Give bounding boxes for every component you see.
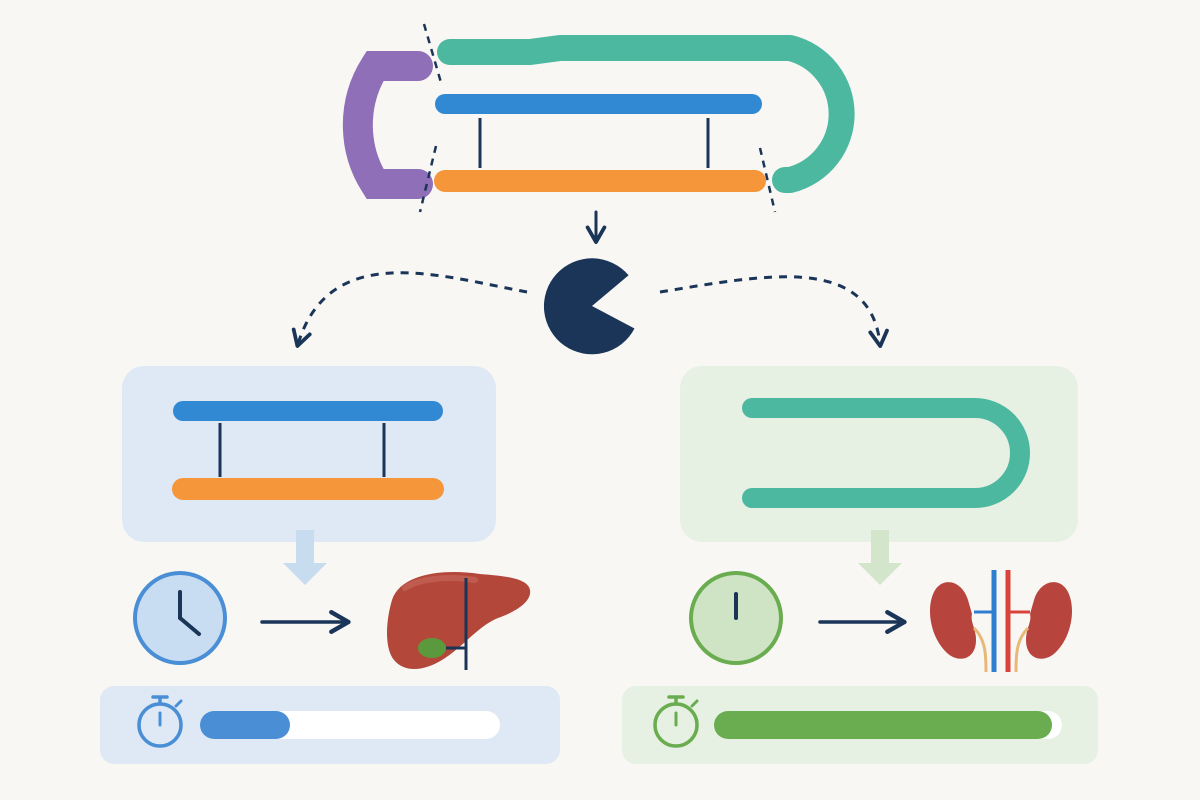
liver-icon — [387, 571, 531, 670]
teal-strand-loop — [437, 35, 855, 193]
kidneys-icon — [930, 570, 1072, 673]
purple-linker-loop — [342, 51, 433, 199]
cleavage-site-line — [418, 145, 438, 213]
progress-fill — [200, 711, 290, 739]
pacman-enzyme-icon — [543, 258, 635, 355]
stopwatch-icon — [653, 695, 699, 748]
faded-down-arrow — [283, 530, 327, 585]
stopwatch-icon — [137, 695, 183, 748]
construct-diagram — [342, 23, 855, 213]
timer-bar — [100, 686, 560, 764]
cleavage-site-line — [422, 23, 444, 87]
progress-fill — [714, 711, 1052, 739]
faded-down-arrow — [858, 530, 902, 585]
dashed-arrow-right — [659, 275, 889, 348]
duplex-panel — [122, 366, 496, 542]
left-branch — [100, 366, 560, 764]
right-branch — [622, 366, 1098, 764]
cleavage-site-line — [758, 147, 777, 213]
clock-icon — [689, 571, 783, 665]
dashed-arrow-left — [291, 271, 528, 348]
teal-hairpin-strand — [742, 398, 1030, 508]
clock-icon — [133, 571, 227, 665]
timer-bar — [622, 686, 1098, 764]
